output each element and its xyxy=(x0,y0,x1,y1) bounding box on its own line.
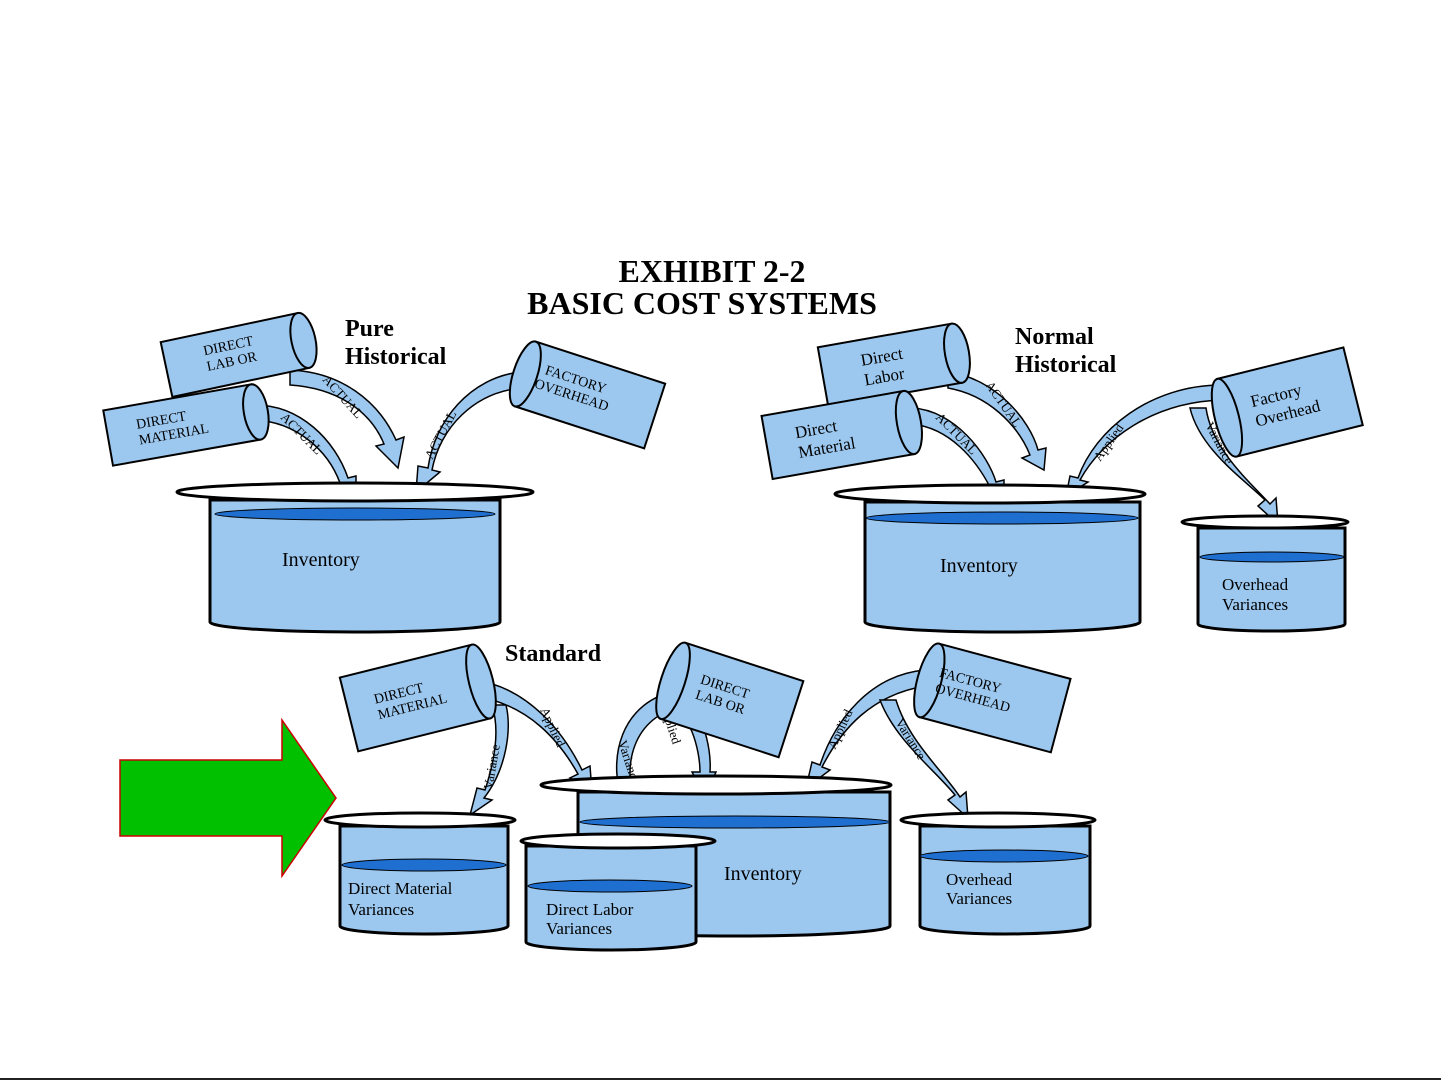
normal-applied-flow-label: Applied xyxy=(1090,420,1127,463)
std-overhead-cup: FACTORY OVERHEAD xyxy=(913,642,1072,754)
bottom-border-line xyxy=(0,1078,1441,1080)
std-labor-cup: DIRECT LAB OR xyxy=(655,641,805,759)
std-overhead-variance-label: Variance xyxy=(892,716,929,763)
std-dl-variance-beaker: Direct Labor Variances xyxy=(519,832,717,952)
normal-variance-label-1: Overhead xyxy=(1222,575,1289,594)
std-dl-variance-label-2: Variances xyxy=(546,919,612,938)
green-pointer-arrow xyxy=(119,717,337,879)
normal-inventory-label: Inventory xyxy=(940,555,1018,577)
exhibit-subtitle: BASIC COST SYSTEMS xyxy=(527,285,877,321)
normal-material-cup: Direct Material xyxy=(760,389,923,481)
pure-overhead-flow-label: ACTUAL xyxy=(421,408,459,462)
std-inventory-label: Inventory xyxy=(724,863,802,885)
pure-overhead-flow-arrow xyxy=(415,371,523,494)
normal-overhead-cup: Factory Overhead xyxy=(1210,346,1364,458)
std-dm-variance-label-2: Variances xyxy=(348,900,414,919)
std-oh-variance-beaker: Overhead Variances xyxy=(899,811,1097,936)
pure-overhead-cup: FACTORY OVERHEAD xyxy=(508,340,667,450)
std-dm-variance-beaker: Direct Material Variances xyxy=(323,811,517,936)
normal-historical-label-1: Normal xyxy=(1015,324,1094,350)
normal-historical-group: Normal Historical ACTUAL ACTUAL Applied … xyxy=(760,322,1364,634)
normal-applied-flow-arrow xyxy=(1064,384,1223,498)
std-material-variance-arrow xyxy=(468,704,509,817)
std-dm-variance-label-1: Direct Material xyxy=(348,879,453,898)
normal-historical-label-2: Historical xyxy=(1015,352,1117,378)
std-material-cup: DIRECT MATERIAL xyxy=(338,643,497,753)
pure-inventory-label: Inventory xyxy=(282,549,360,571)
pure-labor-flow-arrow xyxy=(289,369,405,470)
pure-labor-cup: DIRECT LAB OR xyxy=(159,311,318,399)
normal-labor-cup: Direct Labor xyxy=(816,322,971,408)
normal-overhead-variance-beaker: Overhead Variances xyxy=(1180,514,1350,633)
pure-material-cup: DIRECT MATERIAL xyxy=(102,383,270,467)
std-oh-variance-label-2: Variances xyxy=(946,889,1012,908)
normal-inventory-beaker: Inventory xyxy=(833,483,1147,634)
std-oh-variance-label-1: Overhead xyxy=(946,870,1013,889)
normal-variance-flow-arrow xyxy=(1189,407,1279,526)
normal-variance-label-2: Variances xyxy=(1222,595,1288,614)
std-overhead-applied-label: Applied xyxy=(824,707,856,752)
pure-historical-group: Pure Historical ACTUAL ACTUAL ACTUAL DIR… xyxy=(102,311,667,634)
pure-historical-label-1: Pure xyxy=(345,316,394,342)
std-dl-variance-label-1: Direct Labor xyxy=(546,900,634,919)
exhibit-title: EXHIBIT 2-2 xyxy=(618,253,805,289)
standard-label: Standard xyxy=(505,641,602,667)
pure-historical-label-2: Historical xyxy=(345,344,447,370)
standard-group: Standard Variance Applied Variance Appli… xyxy=(323,641,1097,952)
pure-inventory-beaker: Inventory xyxy=(175,481,535,634)
